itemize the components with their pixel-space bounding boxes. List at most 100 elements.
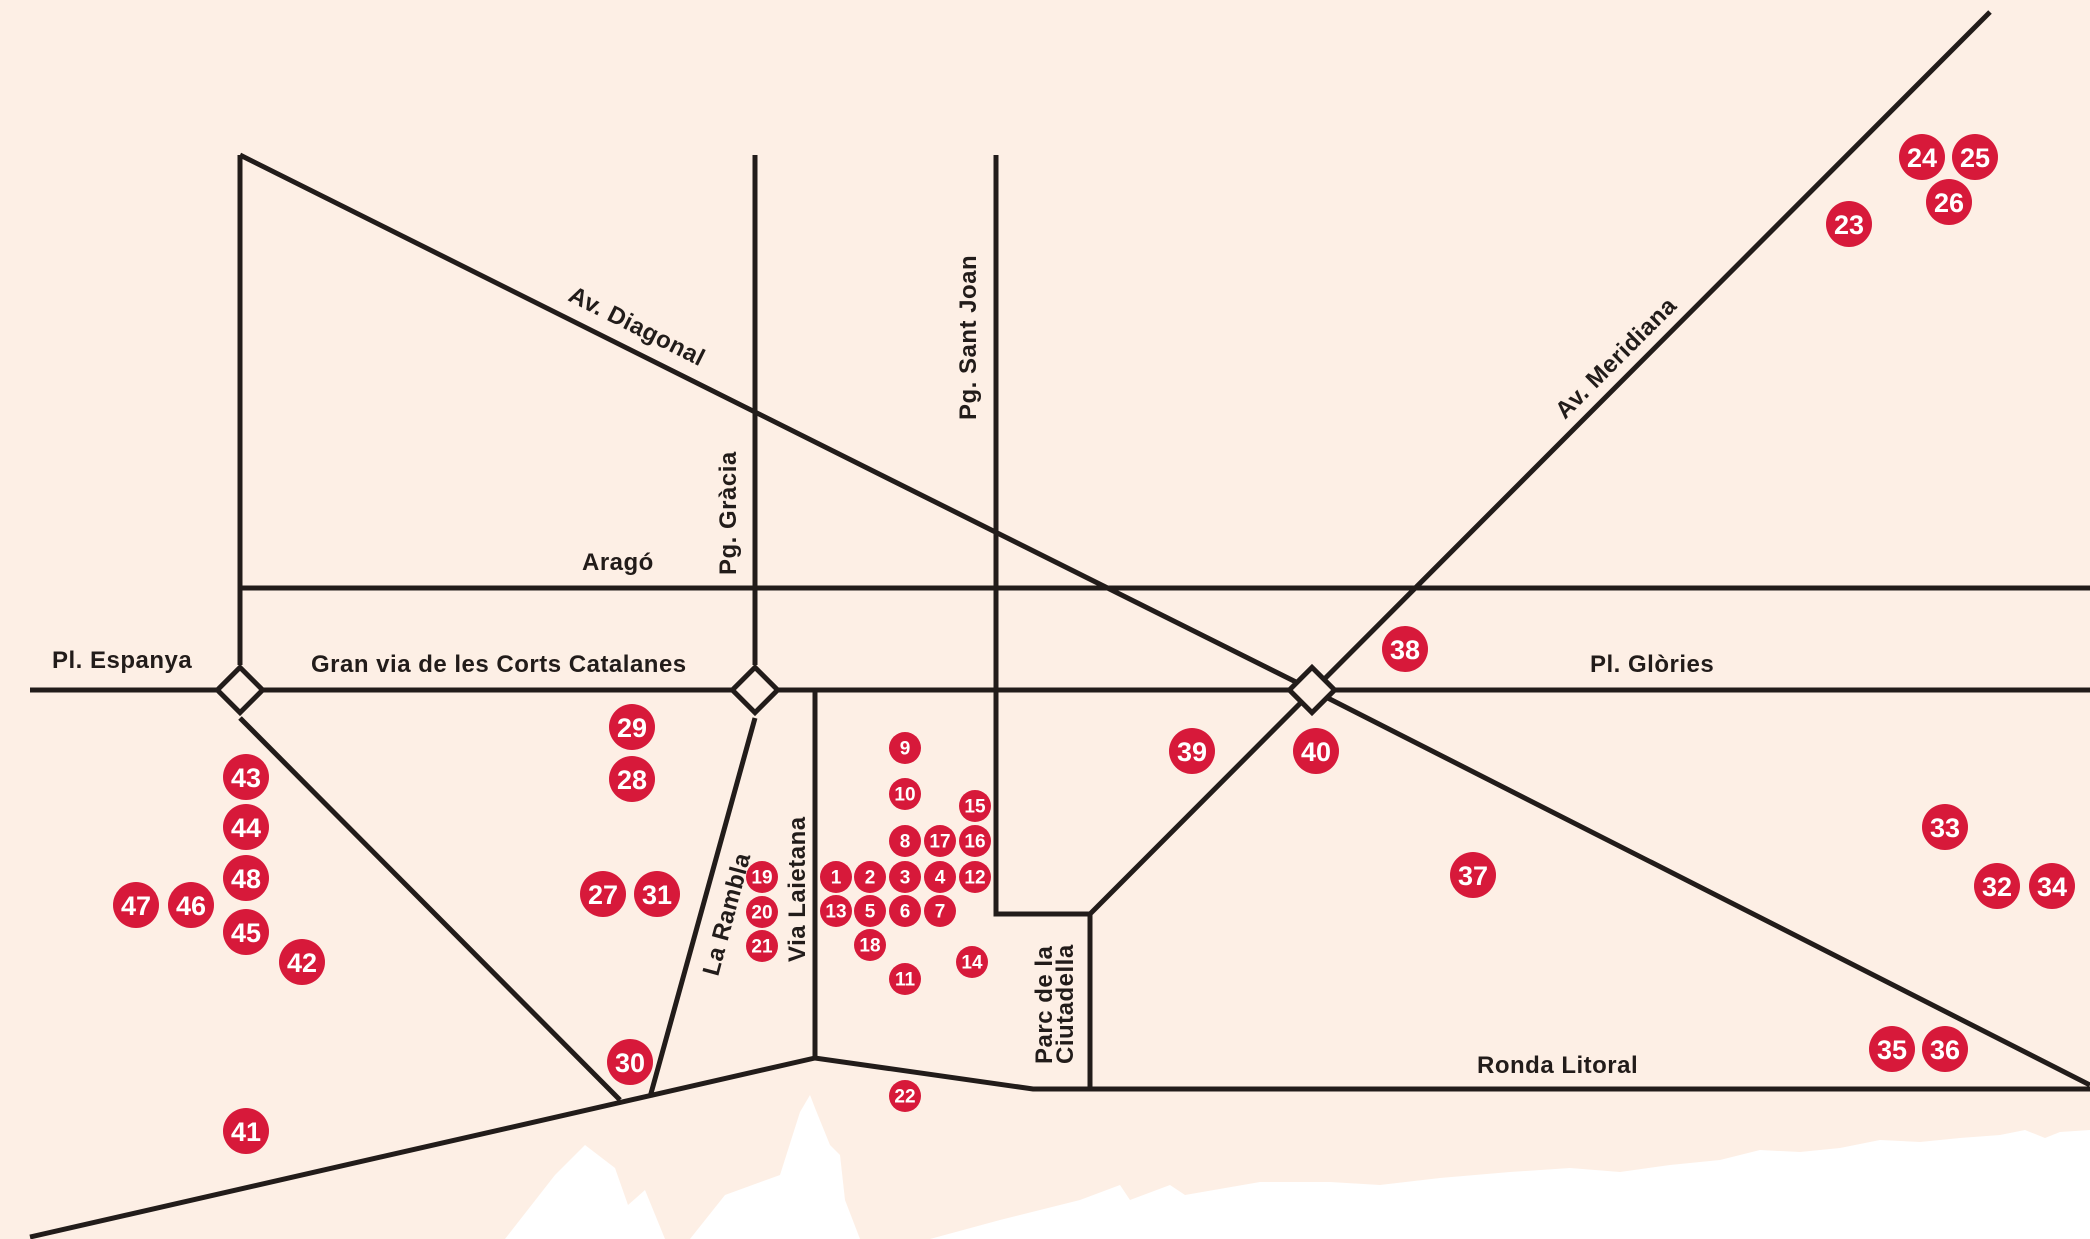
poi-marker-11[interactable]: 11	[889, 963, 921, 995]
poi-marker-dot[interactable]	[889, 963, 921, 995]
poi-marker-dot[interactable]	[889, 1080, 921, 1112]
poi-marker-dot[interactable]	[924, 895, 956, 927]
poi-marker-13[interactable]: 13	[820, 895, 852, 927]
poi-marker-7[interactable]: 7	[924, 895, 956, 927]
poi-marker-dot[interactable]	[746, 930, 778, 962]
poi-marker-dot[interactable]	[1922, 804, 1968, 850]
poi-marker-40[interactable]: 40	[1293, 728, 1339, 774]
poi-marker-37[interactable]: 37	[1450, 852, 1496, 898]
poi-marker-dot[interactable]	[889, 778, 921, 810]
poi-marker-38[interactable]: 38	[1382, 626, 1428, 672]
poi-marker-dot[interactable]	[168, 882, 214, 928]
square-espanya[interactable]	[213, 663, 267, 717]
poi-marker-dot[interactable]	[1169, 728, 1215, 774]
poi-marker-dot[interactable]	[959, 861, 991, 893]
poi-marker-42[interactable]: 42	[279, 939, 325, 985]
poi-marker-dot[interactable]	[279, 939, 325, 985]
poi-marker-dot[interactable]	[956, 946, 988, 978]
poi-marker-43[interactable]: 43	[223, 754, 269, 800]
poi-marker-dot[interactable]	[1926, 179, 1972, 225]
square-glories[interactable]	[1285, 663, 1339, 717]
poi-marker-dot[interactable]	[1899, 134, 1945, 180]
poi-marker-39[interactable]: 39	[1169, 728, 1215, 774]
poi-marker-47[interactable]: 47	[113, 882, 159, 928]
poi-marker-29[interactable]: 29	[609, 704, 655, 750]
poi-marker-4[interactable]: 4	[924, 861, 956, 893]
poi-marker-5[interactable]: 5	[854, 895, 886, 927]
poi-marker-dot[interactable]	[889, 861, 921, 893]
poi-marker-dot[interactable]	[889, 895, 921, 927]
poi-marker-dot[interactable]	[223, 754, 269, 800]
poi-marker-dot[interactable]	[2029, 863, 2075, 909]
poi-marker-dot[interactable]	[889, 732, 921, 764]
poi-marker-dot[interactable]	[1922, 1026, 1968, 1072]
poi-marker-8[interactable]: 8	[889, 825, 921, 857]
poi-marker-21[interactable]: 21	[746, 930, 778, 962]
poi-marker-dot[interactable]	[223, 855, 269, 901]
poi-marker-41[interactable]: 41	[223, 1108, 269, 1154]
poi-marker-dot[interactable]	[223, 804, 269, 850]
poi-marker-3[interactable]: 3	[889, 861, 921, 893]
poi-marker-dot[interactable]	[607, 1039, 653, 1085]
poi-marker-dot[interactable]	[854, 929, 886, 961]
poi-marker-30[interactable]: 30	[607, 1039, 653, 1085]
poi-marker-17[interactable]: 17	[924, 825, 956, 857]
poi-marker-2[interactable]: 2	[854, 861, 886, 893]
poi-marker-dot[interactable]	[959, 790, 991, 822]
poi-marker-dot[interactable]	[1293, 728, 1339, 774]
poi-marker-14[interactable]: 14	[956, 946, 988, 978]
poi-marker-dot[interactable]	[1869, 1026, 1915, 1072]
poi-marker-33[interactable]: 33	[1922, 804, 1968, 850]
poi-marker-46[interactable]: 46	[168, 882, 214, 928]
poi-marker-35[interactable]: 35	[1869, 1026, 1915, 1072]
poi-marker-dot[interactable]	[223, 909, 269, 955]
poi-marker-10[interactable]: 10	[889, 778, 921, 810]
poi-marker-dot[interactable]	[1450, 852, 1496, 898]
poi-marker-dot[interactable]	[1382, 626, 1428, 672]
poi-marker-dot[interactable]	[580, 871, 626, 917]
poi-marker-20[interactable]: 20	[746, 896, 778, 928]
poi-marker-48[interactable]: 48	[223, 855, 269, 901]
poi-marker-12[interactable]: 12	[959, 861, 991, 893]
poi-marker-16[interactable]: 16	[959, 825, 991, 857]
poi-marker-31[interactable]: 31	[634, 871, 680, 917]
poi-marker-23[interactable]: 23	[1826, 201, 1872, 247]
poi-marker-dot[interactable]	[820, 861, 852, 893]
poi-marker-45[interactable]: 45	[223, 909, 269, 955]
poi-marker-dot[interactable]	[959, 825, 991, 857]
poi-marker-28[interactable]: 28	[609, 756, 655, 802]
poi-marker-1[interactable]: 1	[820, 861, 852, 893]
poi-marker-dot[interactable]	[1826, 201, 1872, 247]
poi-marker-27[interactable]: 27	[580, 871, 626, 917]
poi-marker-dot[interactable]	[223, 1108, 269, 1154]
poi-marker-15[interactable]: 15	[959, 790, 991, 822]
poi-marker-19[interactable]: 19	[746, 861, 778, 893]
poi-marker-6[interactable]: 6	[889, 895, 921, 927]
poi-marker-32[interactable]: 32	[1974, 863, 2020, 909]
poi-marker-dot[interactable]	[113, 882, 159, 928]
poi-marker-dot[interactable]	[609, 756, 655, 802]
poi-marker-label: 25	[1960, 143, 1990, 173]
poi-marker-dot[interactable]	[854, 895, 886, 927]
poi-marker-44[interactable]: 44	[223, 804, 269, 850]
poi-marker-18[interactable]: 18	[854, 929, 886, 961]
poi-marker-dot[interactable]	[746, 896, 778, 928]
poi-marker-22[interactable]: 22	[889, 1080, 921, 1112]
poi-marker-36[interactable]: 36	[1922, 1026, 1968, 1072]
poi-marker-dot[interactable]	[924, 825, 956, 857]
poi-marker-dot[interactable]	[924, 861, 956, 893]
poi-marker-dot[interactable]	[746, 861, 778, 893]
poi-marker-dot[interactable]	[1974, 863, 2020, 909]
poi-marker-dot[interactable]	[634, 871, 680, 917]
square-catalunya[interactable]	[728, 663, 782, 717]
poi-marker-9[interactable]: 9	[889, 732, 921, 764]
poi-marker-34[interactable]: 34	[2029, 863, 2075, 909]
poi-marker-24[interactable]: 24	[1899, 134, 1945, 180]
poi-marker-dot[interactable]	[889, 825, 921, 857]
poi-marker-dot[interactable]	[820, 895, 852, 927]
poi-marker-dot[interactable]	[609, 704, 655, 750]
poi-marker-26[interactable]: 26	[1926, 179, 1972, 225]
poi-marker-dot[interactable]	[1952, 134, 1998, 180]
poi-marker-dot[interactable]	[854, 861, 886, 893]
poi-marker-25[interactable]: 25	[1952, 134, 1998, 180]
